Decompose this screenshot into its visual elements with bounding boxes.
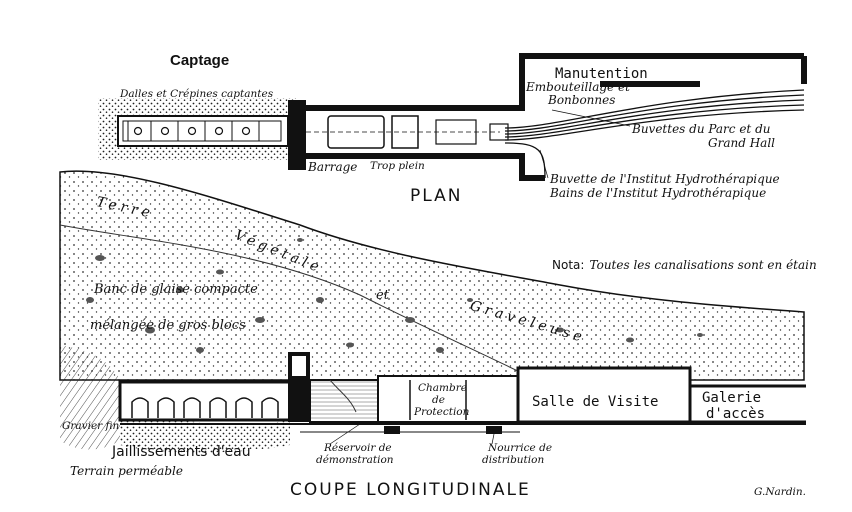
clay-boundary — [59, 224, 521, 373]
section-reservoir — [309, 379, 379, 423]
section-barrage-opening — [292, 356, 306, 376]
section-captage — [118, 380, 292, 422]
nourrice-label-1: Nourrice de — [488, 442, 553, 454]
trop-plein-label: Trop plein — [370, 160, 425, 172]
reservoir-label-2: démonstration — [316, 454, 394, 466]
galerie-label-2: d'accès — [706, 406, 766, 422]
soil-stones — [86, 238, 703, 353]
plan-wall-top — [306, 53, 804, 111]
chambre-label-2: de — [432, 394, 445, 406]
grand-hall-label: Grand Hall — [708, 136, 775, 150]
section-view — [59, 170, 806, 453]
galerie-label-1: Galerie — [702, 390, 762, 406]
banc-label: Banc de glaise compacte — [94, 282, 258, 297]
leader-nourrice — [491, 433, 495, 445]
bonbonnes-label: Bonbonnes — [548, 93, 616, 107]
plan-leader-buvettes — [551, 109, 631, 127]
plan-pipes — [504, 89, 805, 179]
section-galerie — [690, 384, 806, 424]
reservoir-pipe — [384, 426, 400, 434]
section-salle — [516, 366, 692, 424]
gravier-label: Gravier fin — [62, 420, 120, 432]
nota-prefix: Nota: — [552, 258, 585, 272]
section-chambre — [377, 375, 519, 423]
coupe-title: COUPE LONGITUDINALE — [290, 480, 531, 500]
plan-barrage — [288, 100, 306, 170]
plan-wall-bottom — [306, 153, 545, 181]
soil-mass — [59, 170, 805, 381]
plan-view — [98, 53, 807, 181]
bains-institut-label: Bains de l'Institut Hydrothérapique — [550, 186, 767, 200]
jaillissements-label: Jaillissements d'eau — [112, 444, 251, 460]
buvette-institut-label: Buvette de l'Institut Hydrothérapique — [550, 172, 780, 186]
leader-reservoir — [329, 423, 361, 445]
plan-leader-institut — [539, 149, 549, 179]
barrage-label: Barrage — [308, 160, 358, 174]
embouteillage-label: Embouteillage et — [526, 80, 630, 94]
reservoir-label-1: Réservoir de — [324, 442, 392, 454]
nota-text: Toutes les canalisations sont en étain — [589, 258, 817, 272]
plan-title: PLAN — [410, 186, 463, 206]
signature: G.Nardin. — [754, 486, 806, 498]
gravel-bed — [60, 345, 120, 450]
section-arches — [131, 397, 279, 418]
buvettes-label: Buvettes du Parc et du — [632, 122, 771, 136]
nourrice-pipe — [486, 426, 502, 434]
terrain-label: Terrain perméable — [70, 464, 183, 478]
melangee-label: mélangée de gros blocs — [90, 318, 246, 333]
water-jet — [329, 379, 357, 413]
nourrice-label-2: distribution — [482, 454, 545, 466]
manutention-label: Manutention — [555, 66, 648, 82]
salle-label: Salle de Visite — [532, 394, 659, 410]
chambre-label-1: Chambre — [418, 382, 467, 394]
et-label: et — [376, 288, 389, 303]
plan-captage-channel — [122, 120, 282, 142]
nota: Nota: Toutes les canalisations sont en é… — [552, 254, 817, 273]
captage-label: Captage — [170, 52, 230, 69]
plan-crepines — [127, 121, 260, 141]
dalles-label: Dalles et Crépines captantes — [120, 88, 274, 100]
chambre-label-3: Protection — [414, 406, 470, 418]
